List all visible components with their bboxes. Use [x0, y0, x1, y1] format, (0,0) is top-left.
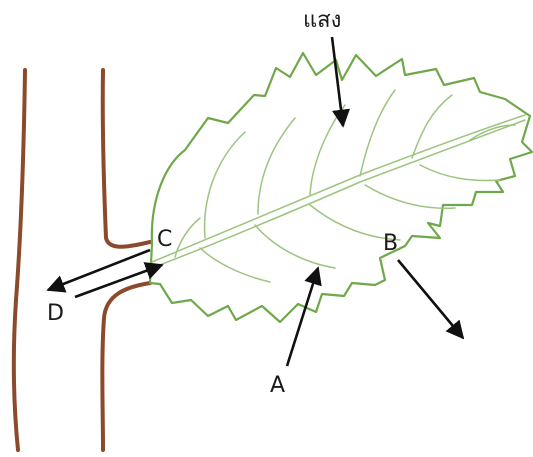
- label-b: B: [383, 231, 398, 256]
- label-a: A: [270, 373, 285, 398]
- arrow-b: [398, 260, 463, 338]
- plant-stem: [14, 70, 150, 450]
- stem-right-edge-lower: [102, 283, 150, 450]
- stem-left-edge: [14, 70, 25, 450]
- stem-right-edge-upper: [103, 70, 150, 247]
- leaf-blade: [150, 53, 532, 322]
- label-light: แสง: [303, 8, 341, 33]
- label-d: D: [47, 301, 64, 326]
- arrow-c-to-d: [48, 250, 150, 290]
- label-c: C: [157, 227, 172, 252]
